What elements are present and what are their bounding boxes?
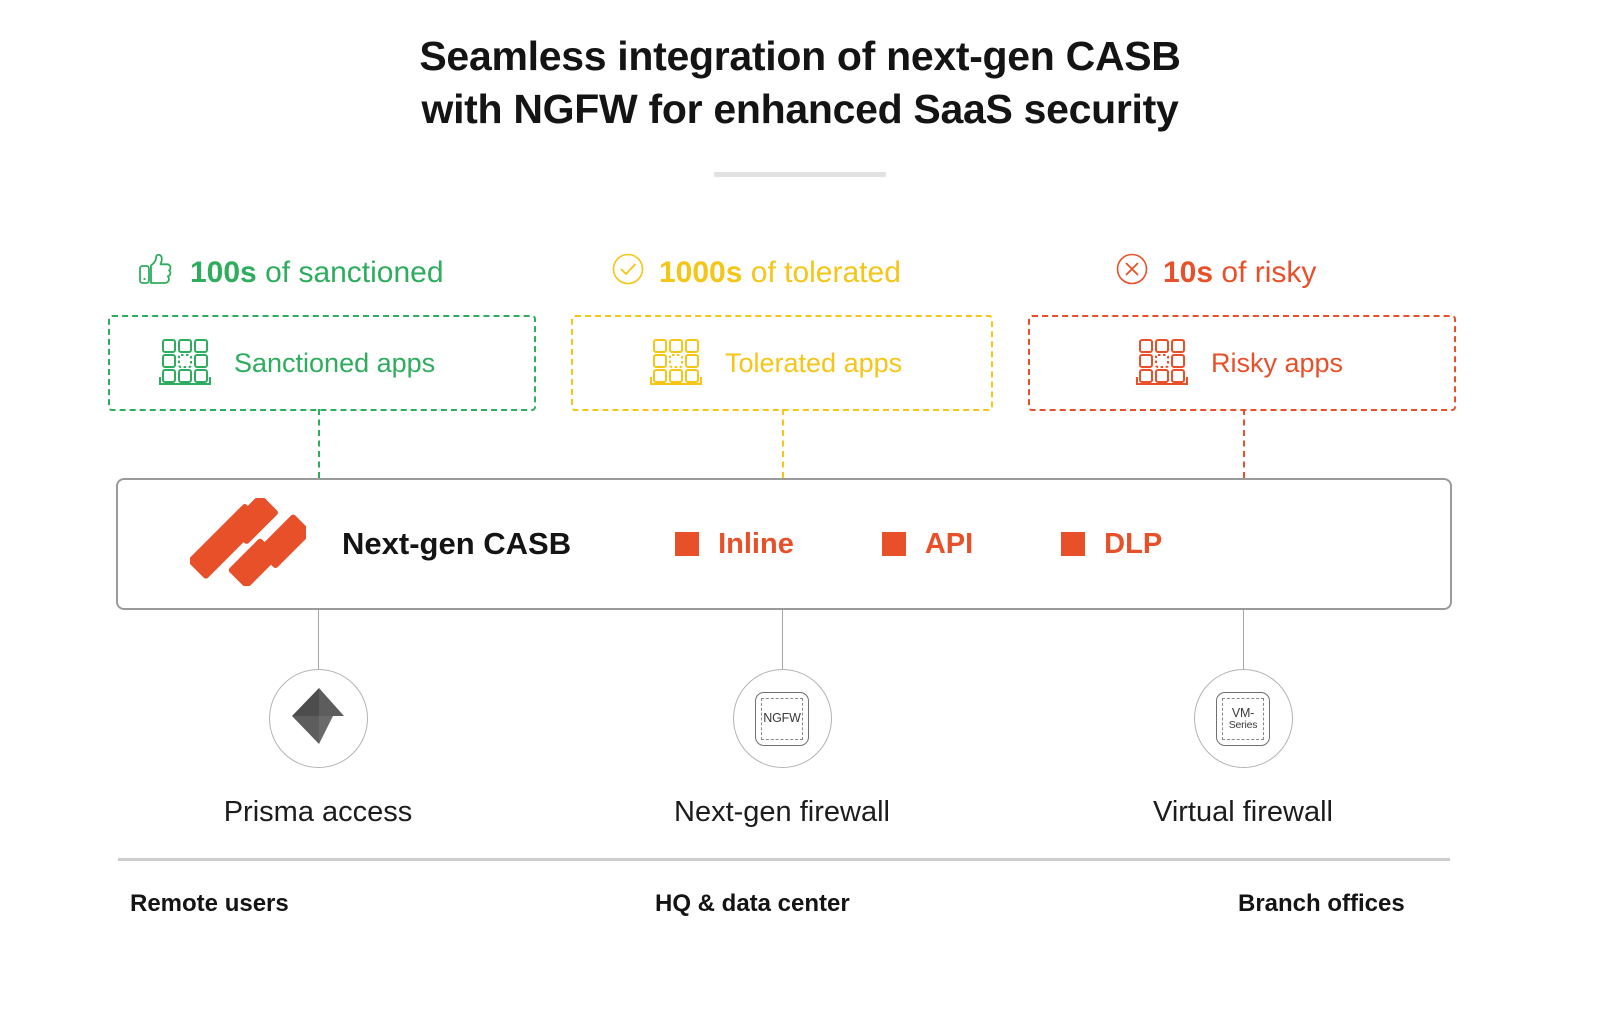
casb-feature-api[interactable]: API xyxy=(881,527,974,561)
category-sanctioned-box[interactable]: Sanctioned apps xyxy=(108,315,536,411)
category-sanctioned-count-text: 100s of sanctioned xyxy=(190,256,444,290)
category-tolerated-rest: of tolerated xyxy=(742,256,901,289)
casb-feature-inline[interactable]: Inline xyxy=(675,528,794,561)
category-sanctioned-label: Sanctioned apps xyxy=(234,347,436,378)
category-sanctioned: 100s of sanctioned xyxy=(108,252,536,411)
category-risky-count-text: 10s of risky xyxy=(1163,256,1316,290)
vm-series-chip-text-line2: Series xyxy=(1228,718,1258,731)
ngfw-chip-inner: NGFW xyxy=(761,697,803,740)
category-tolerated-heading: 1000s of tolerated xyxy=(571,252,993,294)
footer-divider xyxy=(118,858,1450,861)
square-swatch-icon xyxy=(881,532,906,556)
square-swatch-icon xyxy=(1061,532,1086,556)
category-risky-label: Risky apps xyxy=(1211,347,1344,378)
vm-series-chip-inner: VM- Series xyxy=(1222,697,1264,740)
footer-label-remote-users: Remote users xyxy=(130,890,289,917)
node-next-gen-firewall[interactable]: NGFW Next-gen firewall xyxy=(632,669,932,829)
category-sanctioned-box-inner: Sanctioned apps xyxy=(110,336,435,391)
casb-feature-dlp[interactable]: DLP xyxy=(1061,528,1162,561)
node-prisma-access-label: Prisma access xyxy=(223,796,413,828)
node-prisma-access-circle xyxy=(268,669,368,768)
category-sanctioned-rest: of sanctioned xyxy=(256,256,444,289)
apps-grid-icon xyxy=(1135,336,1189,391)
title-divider xyxy=(714,172,886,177)
connector-risky-to-casb xyxy=(1243,409,1245,478)
category-tolerated: 1000s of tolerated xyxy=(571,252,993,411)
category-sanctioned-heading: 100s of sanctioned xyxy=(108,252,536,294)
category-tolerated-box[interactable]: Tolerated apps xyxy=(571,315,993,411)
check-circle-icon xyxy=(611,252,645,294)
title-line-2: with NGFW for enhanced SaaS security xyxy=(421,86,1179,132)
palo-alto-networks-logo xyxy=(188,494,312,591)
stem-casb-to-ngfw xyxy=(782,610,783,672)
casb-feature-api-label: API xyxy=(924,527,974,560)
casb-panel-title: Next-gen CASB xyxy=(342,526,572,561)
vm-series-chip-text-line1: VM- xyxy=(1231,705,1255,720)
apps-grid-icon xyxy=(158,336,212,391)
category-risky-box[interactable]: Risky apps xyxy=(1028,315,1456,411)
category-risky-rest: of risky xyxy=(1213,256,1317,289)
node-prisma-access[interactable]: Prisma access xyxy=(168,669,468,829)
prisma-access-icon xyxy=(289,686,347,751)
casb-feature-list: Inline API DLP xyxy=(675,528,1162,561)
category-risky-heading: 10s of risky xyxy=(1028,252,1456,294)
node-virtual-firewall[interactable]: VM- Series Virtual firewall xyxy=(1093,669,1393,829)
category-risky-box-inner: Risky apps xyxy=(1030,336,1343,391)
node-next-gen-firewall-label: Next-gen firewall xyxy=(674,796,890,828)
category-tolerated-count-text: 1000s of tolerated xyxy=(659,256,901,290)
ngfw-chip-text: NGFW xyxy=(763,711,801,726)
square-swatch-icon xyxy=(675,532,700,556)
stem-casb-to-prisma xyxy=(318,610,319,672)
stem-casb-to-virtual-firewall xyxy=(1243,610,1244,672)
category-tolerated-label: Tolerated apps xyxy=(725,347,903,378)
category-risky-count: 10s xyxy=(1163,256,1214,289)
casb-feature-inline-label: Inline xyxy=(718,527,794,560)
category-tolerated-box-inner: Tolerated apps xyxy=(573,336,902,391)
vm-series-chip-icon: VM- Series xyxy=(1216,691,1270,746)
footer-label-hq-data-center: HQ & data center xyxy=(655,890,850,917)
next-gen-casb-panel[interactable]: Next-gen CASB Inline API DLP xyxy=(116,478,1452,610)
page-title: Seamless integration of next-gen CASB wi… xyxy=(0,30,1600,177)
connector-tolerated-to-casb xyxy=(782,409,784,478)
node-virtual-firewall-circle: VM- Series xyxy=(1193,669,1293,768)
thumbs-up-icon xyxy=(138,252,176,294)
title-line-1: Seamless integration of next-gen CASB xyxy=(419,33,1181,79)
node-virtual-firewall-label: Virtual firewall xyxy=(1153,796,1333,828)
x-circle-icon xyxy=(1115,252,1149,294)
connector-sanctioned-to-casb xyxy=(318,409,320,478)
category-sanctioned-count: 100s xyxy=(190,256,257,289)
category-tolerated-count: 1000s xyxy=(659,256,743,289)
category-risky: 10s of risky xyxy=(1028,252,1456,411)
node-next-gen-firewall-circle: NGFW xyxy=(732,669,832,768)
footer-label-branch-offices: Branch offices xyxy=(1238,890,1405,917)
ngfw-chip-icon: NGFW xyxy=(755,691,809,746)
apps-grid-icon xyxy=(649,336,703,391)
casb-feature-dlp-label: DLP xyxy=(1104,527,1163,560)
